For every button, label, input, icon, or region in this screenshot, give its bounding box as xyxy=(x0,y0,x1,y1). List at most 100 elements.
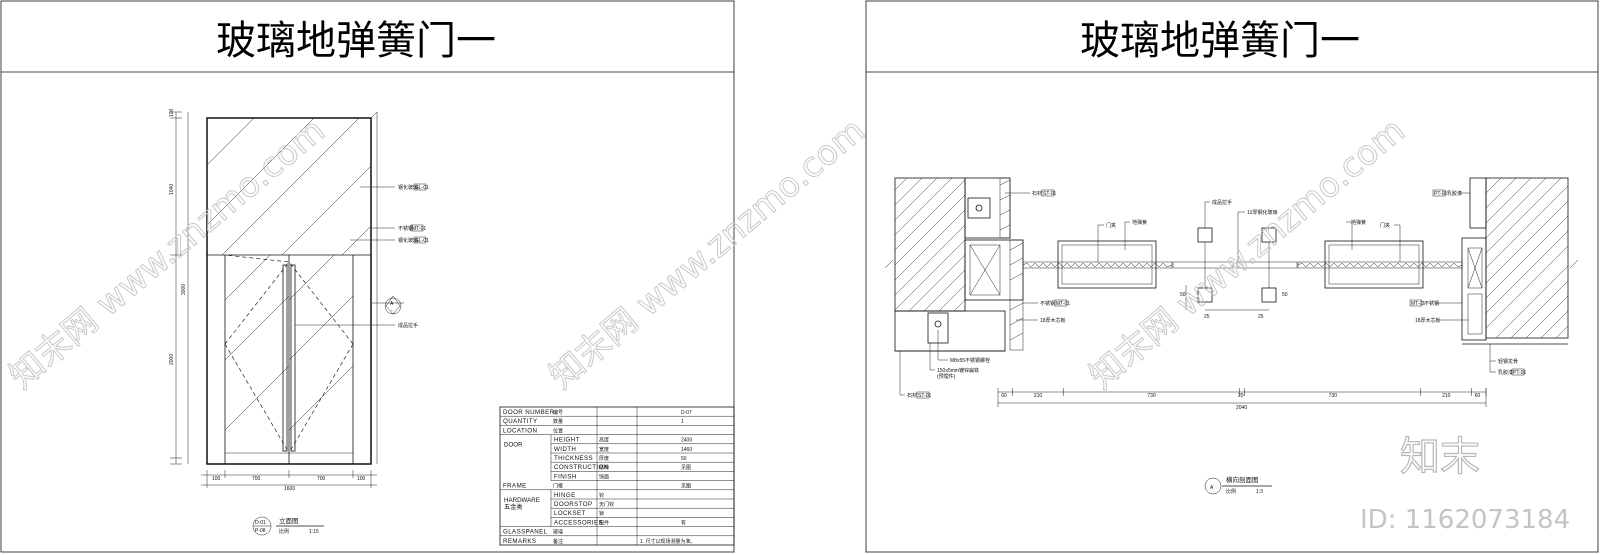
schedule-field-en: WIDTH xyxy=(554,446,576,453)
right-sheet: 玻璃地弹簧门一 xyxy=(865,0,1599,553)
callout-code: GL-01 xyxy=(415,238,429,244)
callout-text: 150x5mm镀锌扁铁 xyxy=(937,367,979,374)
callout-code: GL-01 xyxy=(415,185,429,191)
schedule-field-cn: 位置 xyxy=(553,427,563,434)
door-handle-right xyxy=(290,264,296,452)
section-marker-letter: A xyxy=(390,301,394,307)
schedule-field-en: HEIGHT xyxy=(554,437,580,444)
callout-text: 钢化玻璃 xyxy=(398,184,418,191)
dim-segment: 210 xyxy=(1034,393,1043,399)
schedule-field-cn: 高度 xyxy=(599,437,609,444)
dim-width-1: 700 xyxy=(252,476,261,482)
schedule-field-en: FINISH xyxy=(554,473,577,480)
caption-symbol: A xyxy=(1210,485,1214,491)
pull-handle xyxy=(1261,287,1277,303)
schedule-value: 1460 xyxy=(681,447,692,453)
schedule-field-en: THICKNESS xyxy=(554,455,593,462)
watermark-text: 知末网 www.znzmo.com xyxy=(1082,110,1413,396)
callout-text: 乳胶漆 xyxy=(1447,190,1462,197)
right-sheet-title: 玻璃地弹簧门一 xyxy=(1080,18,1360,64)
callout-text: 石材 xyxy=(907,392,917,399)
schedule-value: 50 xyxy=(681,456,687,462)
door-clamp-right xyxy=(1324,240,1424,289)
caption-title: 横向剖面图 xyxy=(1226,475,1259,484)
callout-text: 石材 xyxy=(1032,190,1042,197)
schedule-field-cn: 门框 xyxy=(553,483,563,490)
dim-height-transom: 1040 xyxy=(169,184,175,195)
plan-caption: A 横向剖面图 比例 1:3 xyxy=(1204,475,1272,495)
section-marker: A - xyxy=(371,295,404,315)
door-handle-left xyxy=(282,264,288,452)
schedule-field-en: LOCKSET xyxy=(554,510,586,517)
height-dimension: 100 1040 3000 2000 xyxy=(169,108,189,465)
watermark-brand-logo: 知末 xyxy=(1400,434,1480,480)
schedule-field-cn: 铰 xyxy=(599,492,604,499)
callout-text: (预埋件) xyxy=(937,373,956,380)
small-dim: 50 xyxy=(1282,292,1288,298)
right-jamb xyxy=(1461,237,1487,341)
callout-text: 成品拉手 xyxy=(398,322,418,329)
caption-symbol-top: D-01 xyxy=(255,520,266,526)
callout-text: 成品拉手 xyxy=(1212,199,1232,206)
right-wall-hatch xyxy=(1485,177,1569,339)
right-sheet-border xyxy=(865,0,1599,553)
elevation-callouts: 钢化玻璃 GL-01 不锈钢 MT-01 钢化玻璃 GL-01 成品拉手 xyxy=(295,183,429,329)
caption-scale: 1:15 xyxy=(309,529,319,535)
dim-width-total: 1600 xyxy=(284,486,295,492)
left-sheet-title: 玻璃地弹簧门一 xyxy=(216,18,496,64)
schedule-field-en: ACCESSORIES xyxy=(554,519,603,526)
callout-text: 轻钢龙骨 xyxy=(1498,358,1518,365)
schedule-field-cn: 配件 xyxy=(599,519,609,526)
small-dimensions: 50 25 25 50 xyxy=(1180,285,1288,320)
door-elevation: 100 1040 3000 2000 100 700 700 100 1600 xyxy=(169,108,429,536)
callout-text: 乳胶漆 xyxy=(1498,369,1513,376)
width-dimension: 100 700 700 100 1600 xyxy=(201,470,377,492)
small-dim: 25 xyxy=(1204,314,1210,320)
left-wall xyxy=(894,177,966,312)
door-swing-lines xyxy=(224,254,354,454)
dim-segment: 730 xyxy=(1329,393,1338,399)
caption-scale: 1:3 xyxy=(1256,489,1263,495)
schedule-value: 有 xyxy=(681,519,686,526)
schedule-field-cn: 编号 xyxy=(553,409,563,416)
schedule-value: 见图 xyxy=(681,465,691,471)
section-marker-sheet: - xyxy=(391,308,393,314)
left-sheet-border xyxy=(0,0,735,553)
schedule-value: 1. 尺寸以现场测量为准。 xyxy=(640,538,696,545)
watermark-text: 知末网 www.znzmo.com xyxy=(542,110,873,396)
door-plan-section: 石材 ST-01 不锈钢 MT-01 18厚木芯板 M8x55不锈钢螺栓 150… xyxy=(884,177,1579,495)
caption-scale-label: 比例 xyxy=(1226,488,1236,495)
caption-scale-label: 比例 xyxy=(279,528,289,535)
dim-height-door: 2000 xyxy=(169,354,175,365)
schedule-value: 见图 xyxy=(681,484,691,490)
schedule-field-en: DOORSTOP xyxy=(554,501,593,508)
left-sheet: 玻璃地弹簧门一 xyxy=(0,0,735,553)
dim-height-total: 3000 xyxy=(181,284,187,295)
schedule-group-label: 五金类 xyxy=(504,503,523,511)
callout-text: 门夹 xyxy=(1380,222,1390,229)
schedule-field-en: REMARKS xyxy=(503,538,536,545)
callout-text: 12厚钢化玻璃 xyxy=(1247,209,1278,216)
watermark-id: ID: 1162073184 xyxy=(1360,505,1570,535)
callout-code: PT-01 xyxy=(1434,191,1448,197)
dim-width-2: 700 xyxy=(317,476,326,482)
callout-text: M8x55不锈钢螺栓 xyxy=(950,357,990,364)
schedule-value: 1 xyxy=(681,419,684,425)
schedule-field-cn: 饰面 xyxy=(599,473,609,480)
callout-text: 不锈钢 xyxy=(1040,300,1055,307)
caption-title: 立面图 xyxy=(279,516,299,525)
glass-panels xyxy=(1022,261,1463,269)
dim-segment: 60 xyxy=(1001,393,1007,399)
callout-text: 钢化玻璃 xyxy=(398,237,418,244)
elevation-caption: D-01 P-08 立面图 比例 1:15 xyxy=(252,516,324,536)
schedule-field-cn: 结构 xyxy=(599,464,609,471)
plan-callouts: 石材 ST-01 不锈钢 MT-01 18厚木芯板 M8x55不锈钢螺栓 150… xyxy=(899,189,1527,399)
callout-code: MT-01 xyxy=(1056,301,1070,307)
schedule-group-label: DOOR xyxy=(504,442,523,449)
schedule-value: D-07 xyxy=(681,410,692,416)
left-wall-hatch xyxy=(894,177,966,312)
schedule-field-en: CONSTRUCTION xyxy=(554,464,609,471)
callout-code: ST-01 xyxy=(1043,191,1057,197)
